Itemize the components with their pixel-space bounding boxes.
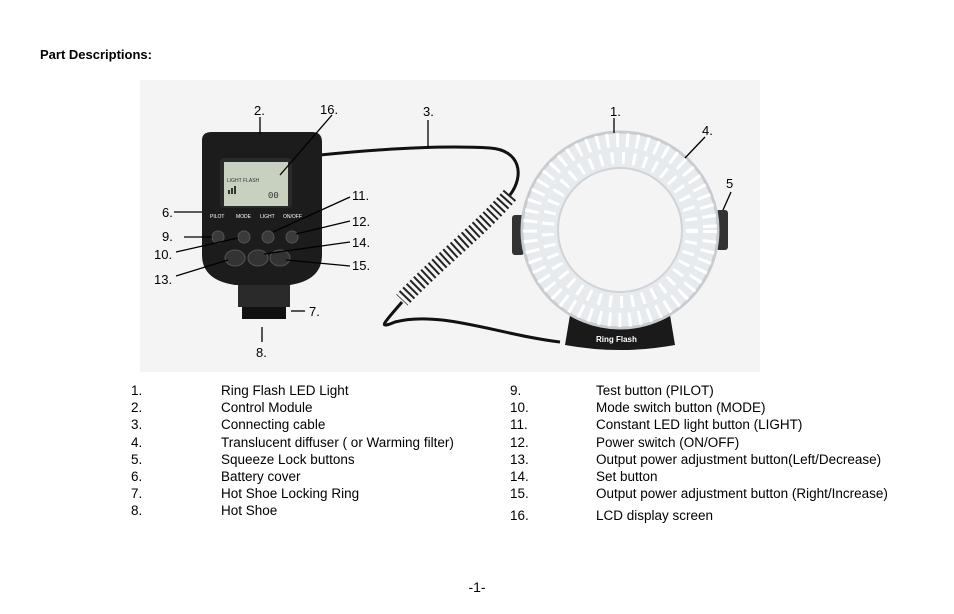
callout-15: 15.: [352, 258, 370, 273]
mode-label: MODE: [236, 214, 252, 220]
item-number: 15.: [510, 486, 529, 502]
ring-flash-label: Ring Flash: [596, 335, 637, 344]
item-number: 1.: [131, 383, 143, 398]
light-button: [261, 230, 275, 244]
item-description: Squeeze Lock buttons: [221, 451, 355, 467]
callout-5: 5: [726, 176, 733, 191]
lcd-text: LIGHT FLASH: [227, 178, 260, 184]
mode-button: [237, 230, 251, 244]
item-description: Translucent diffuser ( or Warming filter…: [221, 434, 454, 450]
callout-3: 3.: [423, 104, 434, 119]
callout-10: 10.: [154, 247, 172, 262]
item-number: 2.: [131, 400, 143, 416]
lcd-value: 00: [268, 191, 279, 201]
callout-2: 2.: [254, 103, 265, 118]
list-item: 3. Connecting cable: [131, 416, 511, 433]
item-number: 6.: [131, 468, 143, 484]
connecting-cable: [319, 145, 561, 344]
list-item: 9. Test button (PILOT): [510, 382, 930, 399]
list-item: 8. Hot Shoe: [131, 502, 511, 519]
parts-list-right: 9. Test button (PILOT) 10. Mode switch but…: [510, 382, 930, 525]
control-module: LIGHT FLASH 00 PILOT MODE LIGHT ON/OFF: [202, 132, 322, 319]
increase-button: [269, 249, 291, 267]
ring-flash-diagram: LIGHT FLASH 00 PILOT MODE LIGHT ON/OFF R…: [140, 80, 760, 372]
leader-lines: [174, 114, 732, 342]
item-description: LCD display screen: [596, 508, 714, 524]
list-item: 5. Squeeze Lock buttons: [131, 451, 511, 468]
set-button: [247, 249, 269, 267]
item-description: Hot Shoe Locking Ring: [221, 486, 360, 502]
list-item: 16. LCD display screen: [510, 507, 930, 524]
item-number: 5.: [131, 451, 143, 467]
hot-shoe-ring: [238, 285, 290, 307]
list-item: 4. Translucent diffuser ( or Warming filt…: [131, 434, 511, 451]
item-description: Power switch (ON/OFF): [596, 434, 740, 450]
list-item: 2. Control Module: [131, 399, 511, 416]
list-item: 12. Power switch (ON/OFF): [510, 434, 930, 451]
item-description: Control Module: [221, 400, 313, 416]
callout-12: 12.: [352, 214, 370, 229]
callout-9: 9.: [162, 229, 173, 244]
item-description: Hot Shoe: [221, 503, 278, 519]
item-description: Connecting cable: [221, 417, 326, 433]
callout-7: 7.: [309, 304, 320, 319]
item-description: Output power adjustment button (Right/In…: [596, 486, 888, 502]
item-number: 13.: [510, 451, 529, 467]
list-item: 15. Output power adjustment button (Right…: [510, 485, 930, 502]
callout-4: 4.: [702, 123, 713, 138]
callout-6: 6.: [162, 205, 173, 220]
ring-flash: Ring Flash: [512, 130, 728, 350]
item-description: Mode switch button (MODE): [596, 400, 766, 416]
list-item: 6. Battery cover: [131, 468, 511, 485]
item-description: Test button (PILOT): [596, 383, 714, 398]
item-number: 14.: [510, 468, 529, 484]
light-label: LIGHT: [260, 214, 275, 220]
callout-14: 14.: [352, 235, 370, 250]
onoff-label: ON/OFF: [283, 214, 302, 220]
page-number: -1-: [468, 579, 486, 595]
item-number: 4.: [131, 434, 143, 450]
callout-13: 13.: [154, 272, 172, 287]
list-item: 1. Ring Flash LED Light: [131, 382, 511, 399]
pilot-label: PILOT: [210, 214, 224, 220]
item-number: 8.: [131, 503, 143, 519]
item-number: 3.: [131, 417, 143, 433]
hot-shoe: [242, 307, 286, 319]
squeeze-lock-button: [716, 210, 728, 250]
list-item: 13. Output power adjustment button(Left/D…: [510, 451, 930, 468]
list-item: 14. Set button: [510, 468, 930, 485]
item-description: Constant LED light button (LIGHT): [596, 417, 803, 433]
callout-8: 8.: [256, 345, 267, 360]
callout-16: 16.: [320, 102, 338, 117]
item-number: 10.: [510, 400, 529, 416]
power-button: [285, 230, 299, 244]
list-item: 7. Hot Shoe Locking Ring: [131, 485, 511, 502]
callout-11: 11.: [352, 188, 369, 203]
item-number: 7.: [131, 486, 143, 502]
item-description: Battery cover: [221, 468, 301, 484]
decrease-button: [224, 249, 246, 267]
callout-1: 1.: [610, 104, 621, 119]
item-number: 11.: [510, 417, 528, 433]
parts-list-left: 1.Ring Flash LED Light 2.Control Module …: [131, 382, 511, 520]
item-description: Set button: [596, 468, 658, 484]
item-number: 9.: [510, 383, 522, 398]
lcd-screen: [224, 162, 288, 206]
item-description: Ring Flash LED Light: [221, 383, 349, 398]
item-description: Output power adjustment button(Left/Decr…: [596, 451, 882, 467]
item-number: 12.: [510, 434, 529, 450]
list-item: 11. Constant LED light button (LIGHT): [510, 416, 930, 433]
callouts: 1. 2. 3. 4. 5 6. 7. 8. 9. 10. 11. 12. 13…: [154, 102, 733, 360]
section-heading: Part Descriptions:: [40, 47, 152, 62]
list-item: 10. Mode switch button (MODE): [510, 399, 930, 416]
item-number: 16.: [510, 508, 529, 524]
